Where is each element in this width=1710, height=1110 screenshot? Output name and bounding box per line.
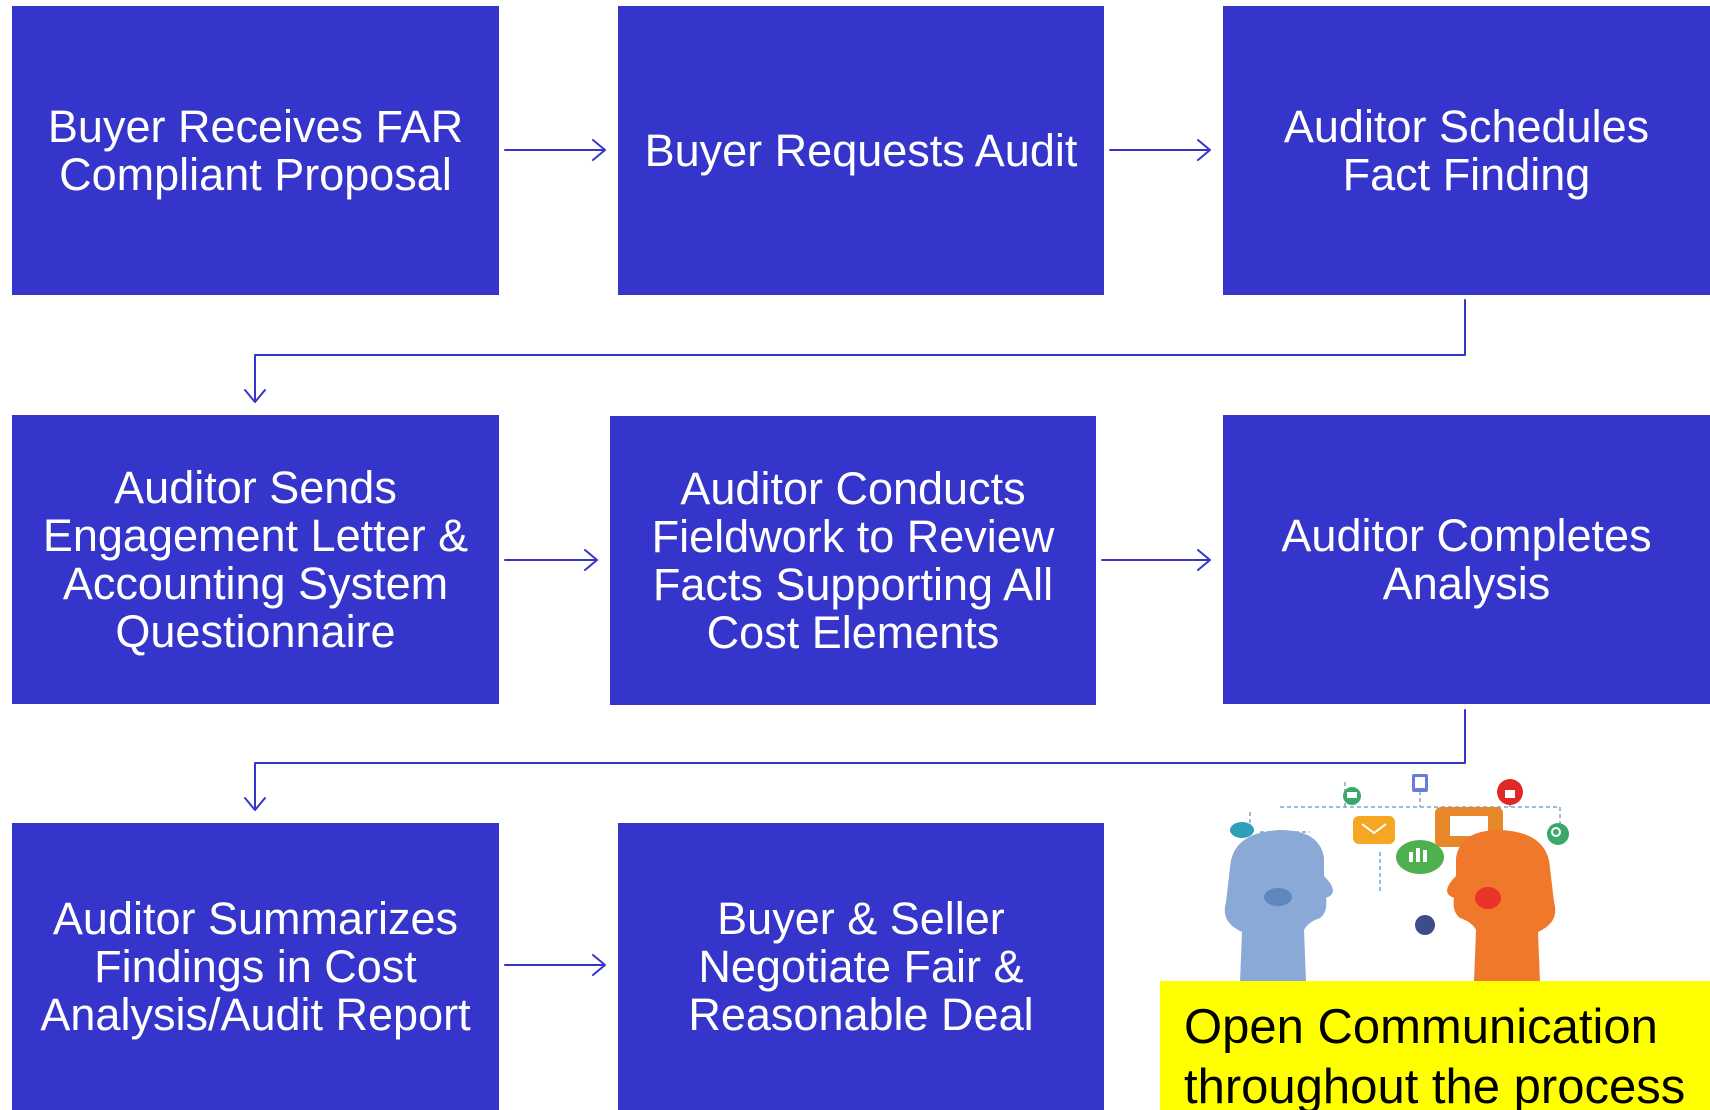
step-label: Buyer & Seller Negotiate Fair & Reasonab… bbox=[688, 892, 1034, 1040]
open-communication-note: Open Communication throughout the proces… bbox=[1160, 981, 1710, 1110]
tablet-icon bbox=[1412, 774, 1428, 792]
arrow-3-to-4 bbox=[244, 299, 1466, 403]
step-auditor-sends-engagement-letter: Auditor Sends Engagement Letter & Accoun… bbox=[12, 415, 499, 704]
step-auditor-conducts-fieldwork: Auditor Conducts Fieldwork to Review Fac… bbox=[610, 416, 1096, 705]
group-icon bbox=[1415, 915, 1435, 935]
lock-icon bbox=[1497, 779, 1523, 805]
step-buyer-requests-audit: Buyer Requests Audit bbox=[618, 6, 1104, 295]
step-buyer-receives-proposal: Buyer Receives FAR Compliant Proposal bbox=[12, 6, 499, 295]
communication-illustration bbox=[1224, 774, 1569, 982]
step-label: Auditor Sends Engagement Letter & Accoun… bbox=[42, 461, 469, 657]
step-label: Auditor Schedules Fact Finding bbox=[1283, 100, 1650, 200]
arrow-4-to-5 bbox=[504, 549, 598, 571]
orange-head-icon bbox=[1447, 830, 1556, 982]
step-label: Auditor Summarizes Findings in Cost Anal… bbox=[40, 892, 471, 1040]
step-label: Auditor Conducts Fieldwork to Review Fac… bbox=[651, 462, 1055, 658]
arrow-5-to-6 bbox=[1101, 549, 1211, 571]
envelope-icon bbox=[1353, 816, 1395, 844]
step-negotiate-deal: Buyer & Seller Negotiate Fair & Reasonab… bbox=[618, 823, 1104, 1110]
bar-chart-icon bbox=[1396, 840, 1444, 874]
arrow-1-to-2 bbox=[504, 139, 606, 161]
blue-head-icon bbox=[1224, 830, 1333, 982]
step-label: Buyer Receives FAR Compliant Proposal bbox=[47, 100, 464, 200]
step-label: Buyer Requests Audit bbox=[644, 124, 1078, 176]
search-icon bbox=[1547, 823, 1569, 845]
cloud-icon bbox=[1230, 822, 1254, 838]
step-label: Auditor Completes Analysis bbox=[1281, 509, 1652, 609]
step-auditor-schedules-fact-finding: Auditor Schedules Fact Finding bbox=[1223, 6, 1710, 295]
step-auditor-summarizes-findings: Auditor Summarizes Findings in Cost Anal… bbox=[12, 823, 499, 1110]
cart-icon bbox=[1343, 787, 1361, 805]
step-auditor-completes-analysis: Auditor Completes Analysis bbox=[1223, 415, 1710, 704]
arrow-2-to-3 bbox=[1109, 139, 1211, 161]
arrow-7-to-8 bbox=[504, 954, 606, 976]
